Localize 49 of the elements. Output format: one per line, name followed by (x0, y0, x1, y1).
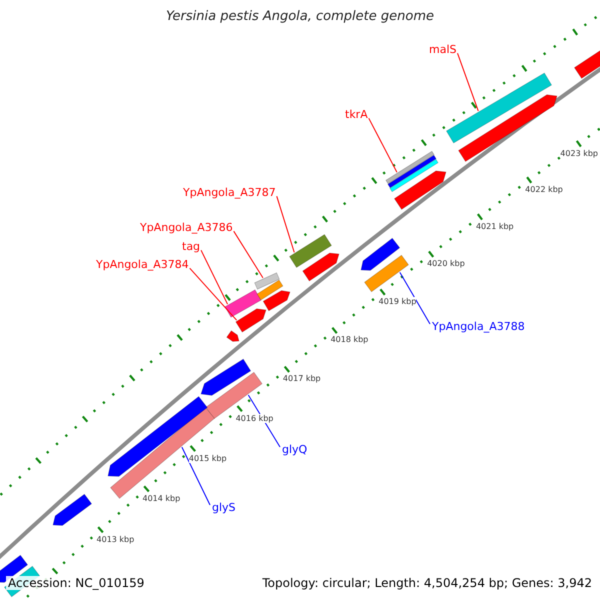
gene-feature (262, 290, 290, 312)
gene-label: YpAngola_A3788 (432, 320, 525, 334)
gene-label: YpAngola_A3786 (140, 221, 233, 234)
gene-feature (394, 170, 446, 210)
gene-feature (446, 72, 552, 144)
gene-feature (302, 252, 340, 282)
gene-feature (226, 330, 240, 342)
gene-label: malS (429, 43, 456, 56)
scale-label: 4022 kbp (525, 185, 563, 195)
leader-line (248, 394, 280, 448)
gene-label: tkrA (345, 108, 368, 122)
scale-label: 4019 kbp (378, 297, 416, 307)
gene-feature (289, 234, 332, 268)
genome-info-text: Topology: circular; Length: 4,504,254 bp; Genes: 3,942 (260, 576, 594, 590)
scale-label: 4023 kbp (560, 148, 598, 158)
leader-line (233, 230, 264, 278)
accession-text: Accession: NC_010159 (6, 576, 146, 590)
gene-feature (364, 254, 409, 292)
leader-line (276, 196, 295, 253)
scale-label: 4020 kbp (427, 259, 465, 269)
scale-label: 4015 kbp (188, 454, 227, 464)
leader-line (181, 446, 210, 506)
leader-line (399, 272, 430, 324)
gene-feature (235, 308, 266, 333)
leader-line (457, 52, 479, 112)
gene-label: glyQ (282, 443, 308, 456)
gene-feature (108, 396, 208, 477)
leader-line (189, 268, 238, 321)
gene-label: glyS (212, 501, 236, 514)
scale-label: 4021 kbp (476, 222, 514, 232)
scale-label: 4017 kbp (282, 374, 321, 384)
scale-label: 4013 kbp (96, 534, 134, 544)
scale-label: 4016 kbp (236, 414, 274, 424)
gene-label: tag (182, 240, 200, 254)
scale-label: 4014 kbp (142, 494, 180, 504)
gene-feature (574, 50, 600, 79)
gene-feature (256, 280, 284, 300)
gene-feature (224, 289, 262, 318)
scale-label: 4018 kbp (330, 335, 368, 345)
leader-line (200, 250, 228, 305)
gene-feature (360, 238, 400, 271)
leader-line (368, 118, 398, 173)
gene-feature (200, 358, 252, 396)
title: Yersinia pestis Angola, complete genome (165, 9, 435, 25)
gene-label: YpAngola_A3787 (183, 186, 276, 200)
gene-label: YpAngola_A3784 (96, 258, 189, 272)
gene-feature (254, 272, 280, 290)
gene-feature (458, 94, 558, 162)
gene-feature (52, 494, 92, 526)
